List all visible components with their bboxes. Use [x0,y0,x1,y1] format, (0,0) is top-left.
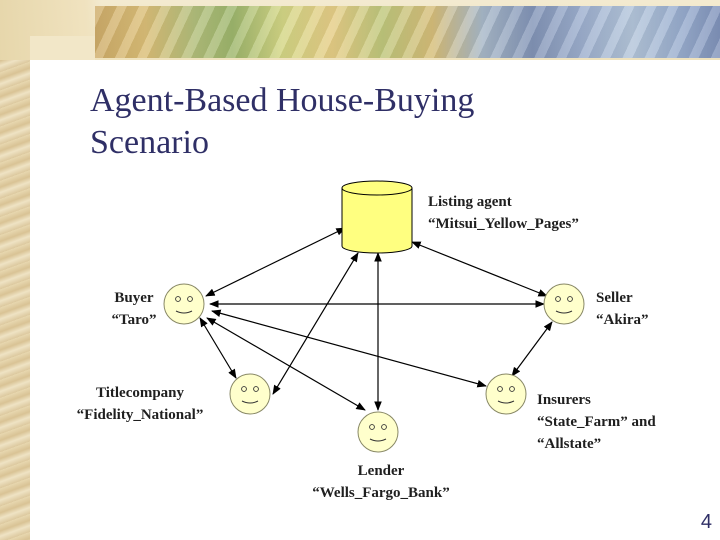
lender-name: “Wells_Fargo_Bank” [312,485,450,501]
left-decorative-strip [0,0,30,540]
slide-title: Agent-Based House-Buying Scenario [90,80,610,164]
page-number: 4 [700,511,712,533]
titlecompany-name: “Fidelity_National” [76,407,204,423]
listing-agent-name: “Mitsui_Yellow_Pages” [428,216,579,232]
buyer-role: Buyer [114,290,154,306]
insurers-face-icon [485,373,527,415]
arrow-listing-titlecompany [272,252,359,395]
arrow-listing-seller [411,241,548,297]
database-icon [341,180,413,254]
lender-label: Lender “Wells_Fargo_Bank” [296,460,466,504]
arrow-seller-insurers [511,321,553,377]
titlecompany-role: Titlecompany [95,385,185,401]
insurers-role: Insurers [537,392,591,408]
banner-texture [95,6,720,58]
insurers-name: “State_Farm” and [537,414,656,430]
titlecompany-label: Titlecompany “Fidelity_National” [60,382,220,426]
slide-title-line1: Agent-Based House-Buying [90,82,475,119]
corner-decoration [30,36,95,60]
arrow-listing-buyer [205,227,346,297]
arrow-buyer-insurers [211,309,487,388]
seller-face-icon [543,283,585,325]
titlecompany-face-icon [229,373,271,415]
buyer-name: “Taro” [111,312,157,328]
insurers-name2: “Allstate” [537,436,602,452]
slide-title-line2: Scenario [90,124,209,161]
buyer-face-icon [163,283,205,325]
seller-name: “Akira” [596,312,649,328]
listing-agent-role: Listing agent [428,194,512,210]
lender-role: Lender [357,463,405,479]
seller-label: Seller “Akira” [596,287,649,331]
banner-image [95,6,720,58]
lender-face-icon [357,411,399,453]
listing-agent-label: Listing agent “Mitsui_Yellow_Pages” [428,191,579,235]
arrow-buyer-titlecompany [199,317,237,379]
seller-role: Seller [596,290,633,306]
insurers-label: Insurers “State_Farm” and “Allstate” [537,389,656,455]
buyer-label: Buyer “Taro” [104,287,164,331]
